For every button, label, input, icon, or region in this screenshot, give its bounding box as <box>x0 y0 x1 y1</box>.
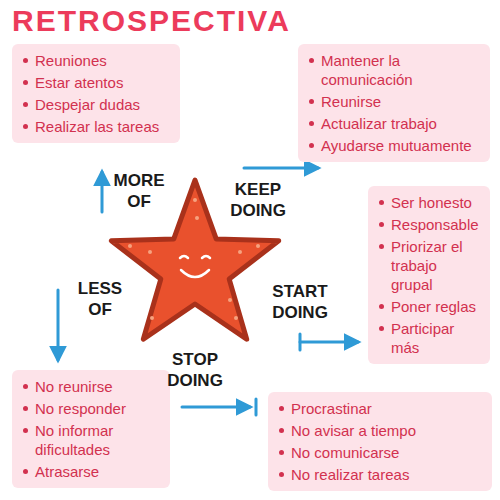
list-item: No comunicarse <box>276 443 484 462</box>
list-item: Ser honesto <box>376 193 482 212</box>
category-label: MORE OF <box>108 170 170 212</box>
list-item: Despejar dudas <box>20 95 172 114</box>
category-label: KEEP DOING <box>222 179 294 221</box>
list-item: Mantener la comunicación <box>306 51 482 89</box>
list-box: Procrastinar No avisar a tiempo No comunic… <box>268 392 492 491</box>
list-item: Estar atentos <box>20 73 172 92</box>
list-item: Ayudarse mutuamente <box>306 136 482 155</box>
list-item: Priorizar el trabajo grupal <box>376 237 482 294</box>
start-arrow <box>300 341 358 344</box>
list-item: Participar más <box>376 319 482 357</box>
stop-arrow <box>182 406 250 409</box>
category-label: STOP DOING <box>159 349 231 391</box>
list-item: No reunirse <box>20 377 162 396</box>
list-box: Ser honestoResponsablePriorizar el traba… <box>368 186 490 364</box>
list-item: Poner reglas <box>376 297 482 316</box>
list-item: Actualizar trabajo <box>306 114 482 133</box>
more-arrow <box>101 172 104 212</box>
list-item: Reuniones <box>20 51 172 70</box>
list-item: Reunirse <box>306 92 482 111</box>
list-item: No informar dificultades <box>20 421 162 459</box>
list-box: Mantener la comunicaciónReunirseActualiz… <box>298 44 490 162</box>
list-item: No avisar a tiempo <box>276 421 484 440</box>
list-box: No reunirse No responder No informar dific… <box>12 370 170 488</box>
start-arrow-bar <box>299 334 302 350</box>
list-box: ReunionesEstar atentosDespejar dudasReal… <box>12 44 180 143</box>
list-item: No responder <box>20 399 162 418</box>
stop-arrow-bar <box>255 399 258 415</box>
category-label: LESS OF <box>72 278 128 320</box>
list-item: Atrasarse <box>20 462 162 481</box>
starfish-face <box>180 256 210 277</box>
less-arrow <box>57 290 60 360</box>
list-item: Responsable <box>376 215 482 234</box>
diagram-title: RETROSPECTIVA <box>12 4 291 38</box>
list-item: No realizar tareas <box>276 465 484 484</box>
list-item: Realizar las tareas <box>20 117 172 136</box>
category-label: START DOING <box>264 281 336 323</box>
keep-arrow <box>244 167 318 170</box>
list-item: Procrastinar <box>276 399 484 418</box>
